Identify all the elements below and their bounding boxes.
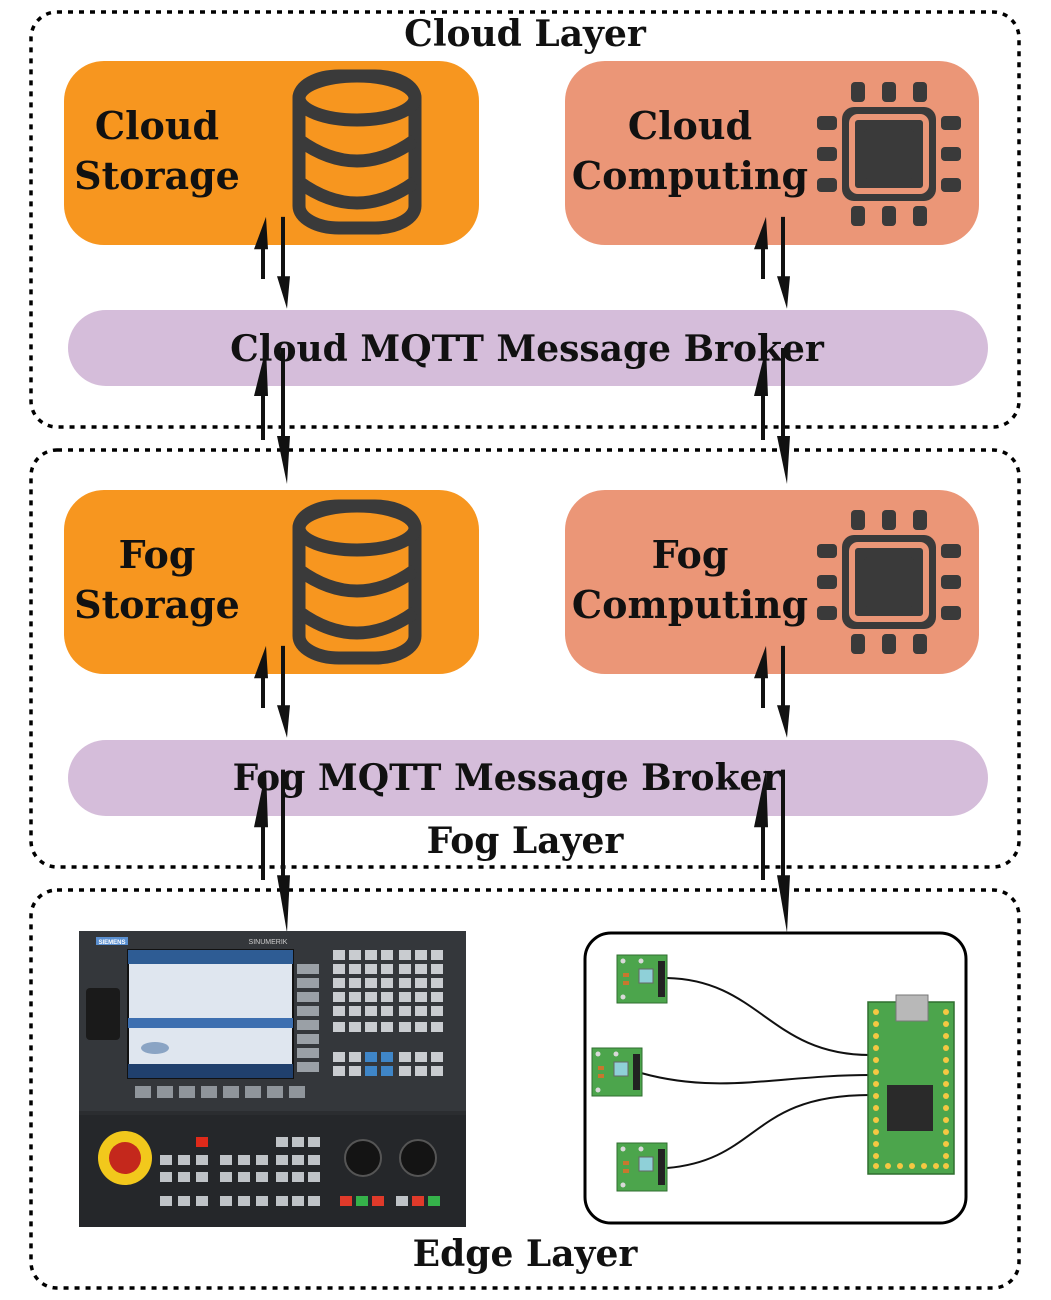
fog-storage-box: Fog Storage (64, 490, 479, 674)
edge-layer-label: Edge Layer (413, 1233, 639, 1275)
cloud-computing-label-line1: Cloud (628, 103, 752, 148)
sensor-board-icon (616, 954, 668, 1004)
sensor-board-icon (591, 1047, 643, 1097)
cloud-broker: Cloud MQTT Message Broker (68, 310, 988, 386)
cloud-computing-box: Cloud Computing (565, 61, 979, 245)
edge-layer-frame (29, 888, 1021, 1290)
sensor-board-icon (616, 1142, 668, 1192)
sensor-microcontroller-module (583, 931, 968, 1225)
cloud-broker-label: Cloud MQTT Message Broker (230, 328, 825, 370)
cnc-model-label: SINUMERIK (249, 939, 288, 946)
feed-override-knob-icon (344, 1139, 382, 1177)
fog-broker: Fog MQTT Message Broker (68, 740, 988, 816)
cnc-screen (127, 949, 294, 1079)
cloud-storage-label-line1: Cloud (95, 103, 219, 148)
cloud-computing-label-line2: Computing (572, 153, 808, 198)
fog-broker-label: Fog MQTT Message Broker (233, 757, 783, 799)
cloud-layer-label: Cloud Layer (404, 13, 647, 55)
microcontroller-board-icon (867, 994, 955, 1175)
cloud-storage-label-line2: Storage (74, 153, 240, 198)
fog-storage-label-line2: Storage (74, 582, 240, 627)
fog-computing-label-line2: Computing (572, 582, 808, 627)
fog-computing-box: Fog Computing (565, 490, 979, 674)
fog-computing-label-line1: Fog (652, 532, 729, 577)
fog-layer-frame (29, 448, 1021, 869)
cloud-storage-box: Cloud Storage (64, 61, 479, 245)
cnc-control-panel: SIEMENS SINUMERIK (79, 931, 466, 1227)
fog-storage-label-line1: Fog (119, 532, 196, 577)
cloud-layer-frame (29, 10, 1021, 429)
spindle-override-knob-icon (399, 1139, 437, 1177)
fog-layer-label: Fog Layer (427, 820, 625, 862)
cnc-brand-label: SIEMENS (98, 940, 125, 946)
